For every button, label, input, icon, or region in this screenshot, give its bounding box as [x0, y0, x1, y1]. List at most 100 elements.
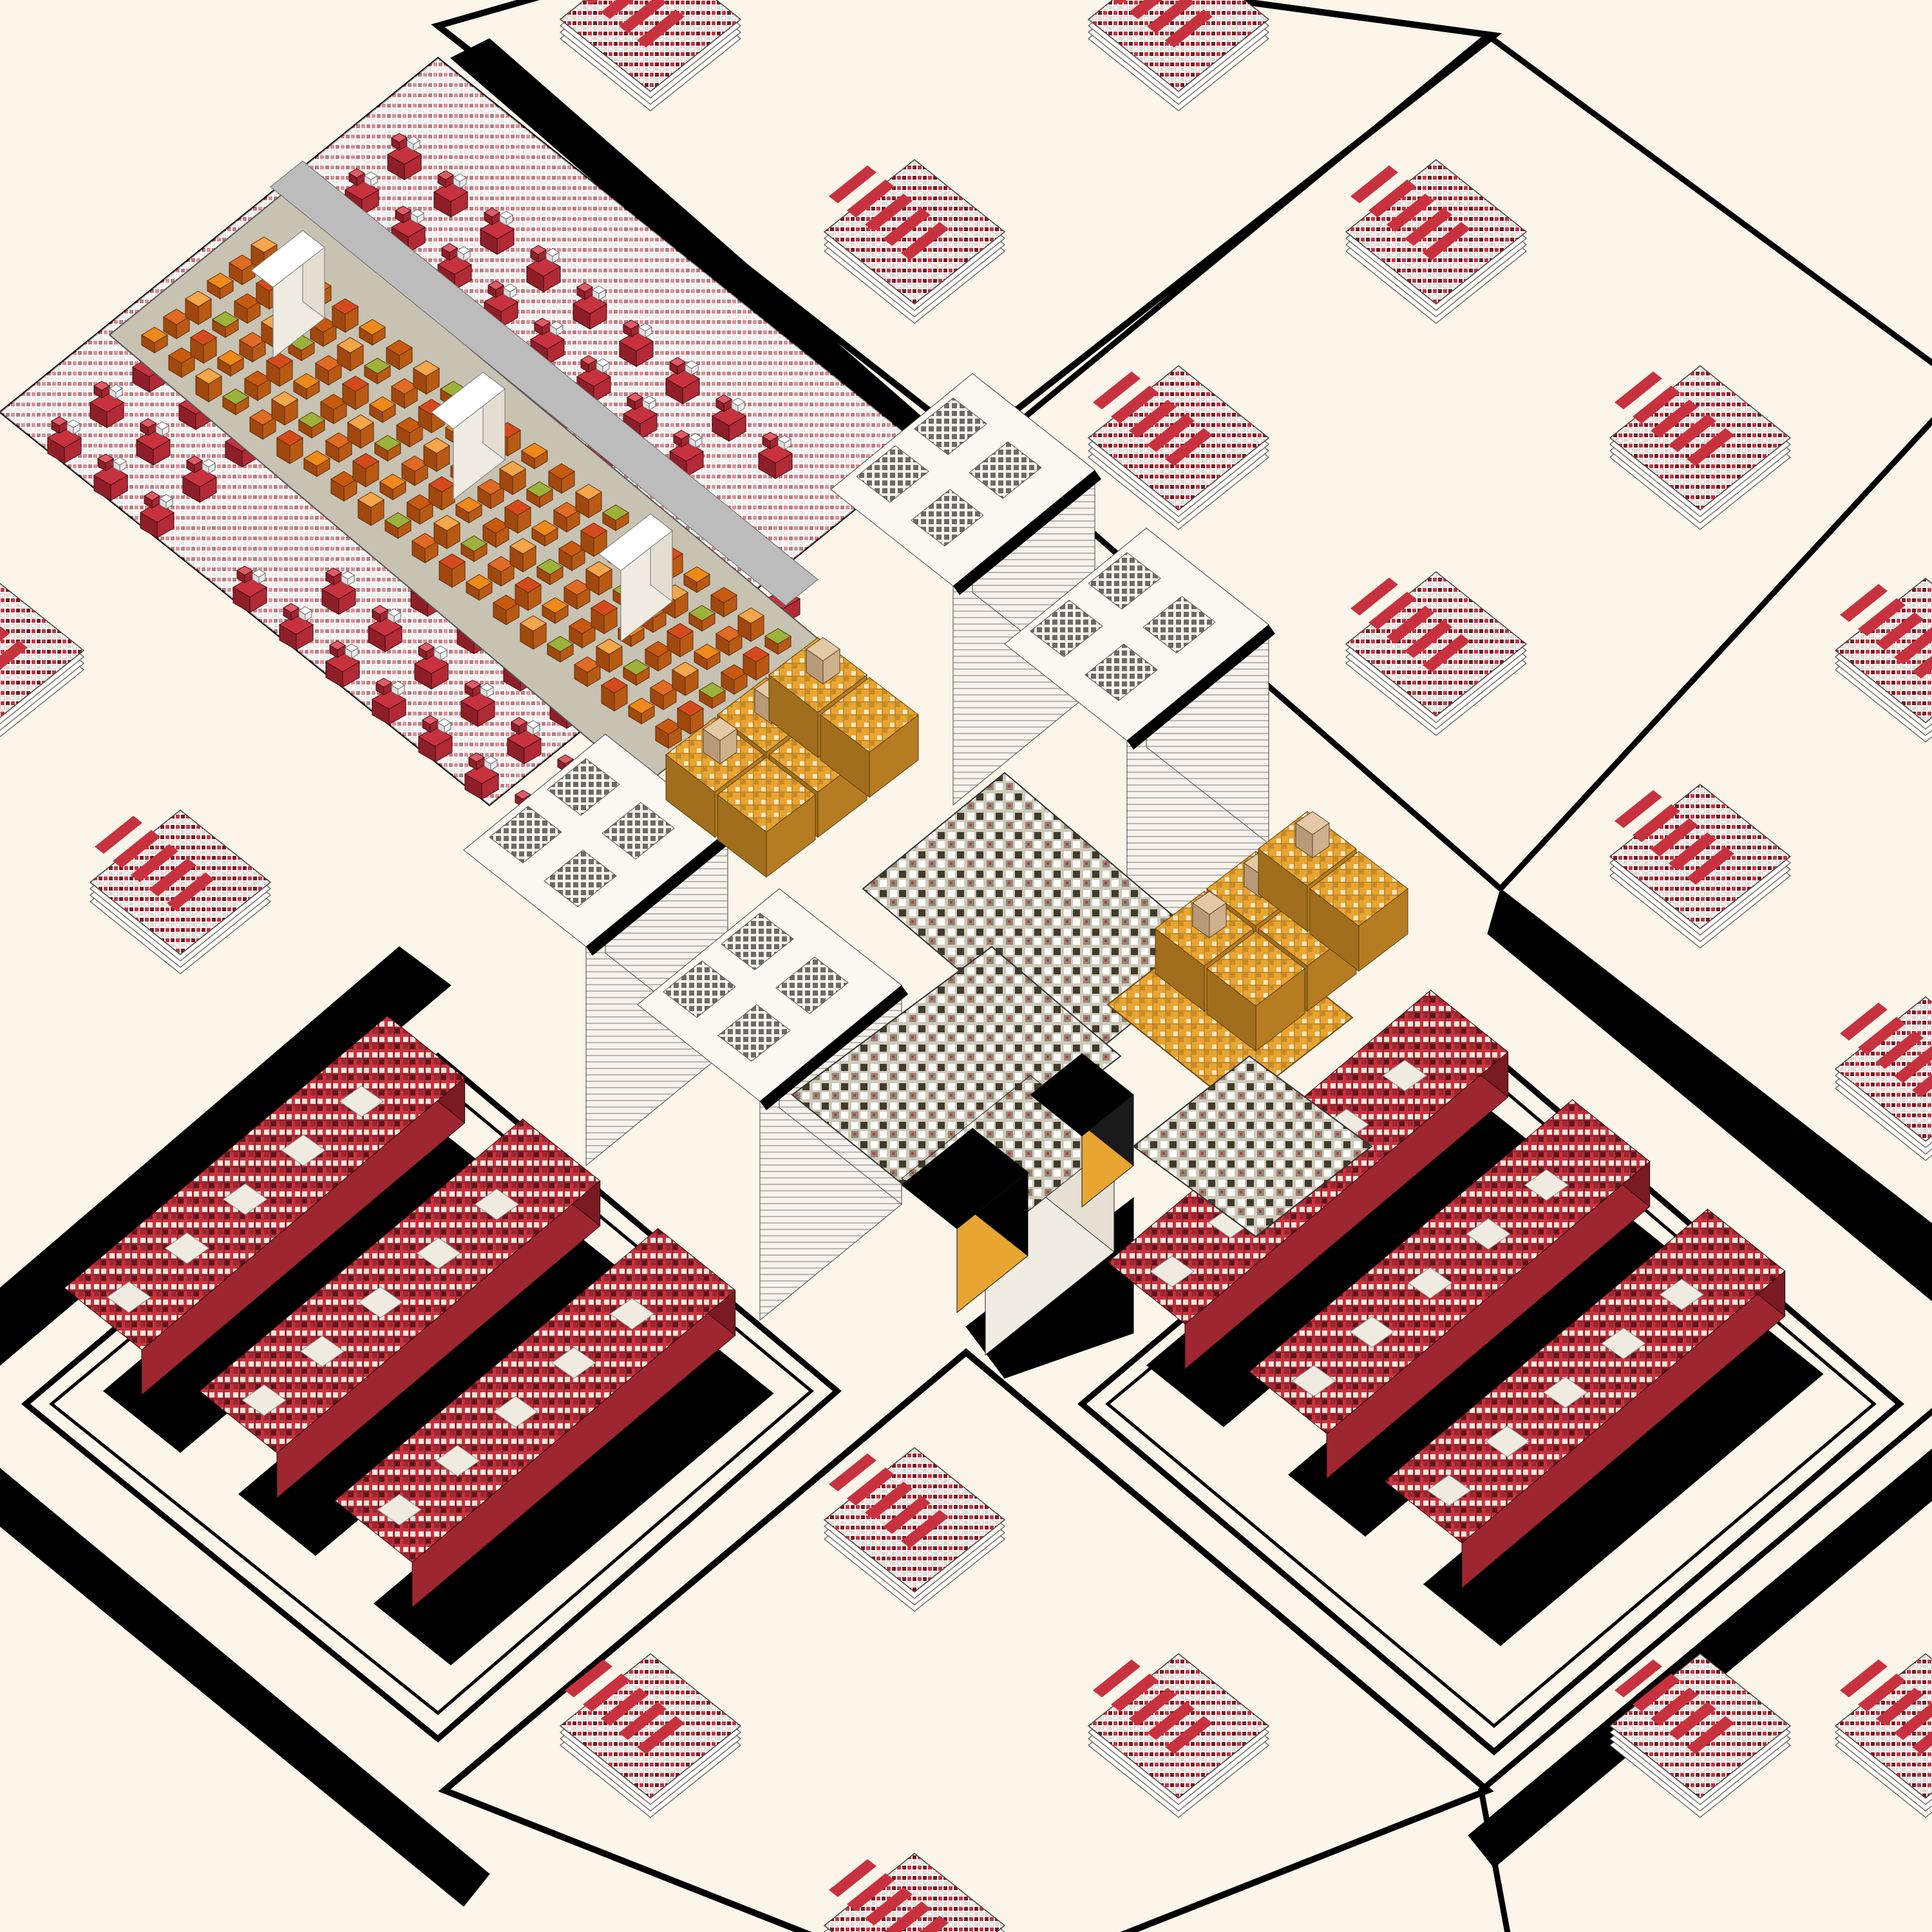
box-top-face — [428, 476, 455, 493]
rooftop-window-grid — [489, 806, 562, 864]
red-block-sw-1-white-court — [222, 1183, 268, 1215]
box-top-face — [504, 499, 531, 516]
orange-block — [655, 718, 682, 749]
white-cube-small — [298, 606, 312, 621]
pavilion-room — [703, 717, 737, 764]
orange-block — [303, 450, 330, 477]
stamp-8 — [1609, 784, 1792, 949]
orange-block — [721, 664, 748, 695]
pavilion-room — [1192, 891, 1227, 938]
red-block-sw-3-white-court — [435, 1444, 480, 1477]
orange-block — [677, 700, 704, 735]
orange-block — [229, 254, 256, 285]
stamp-14 — [823, 1853, 1006, 1932]
plot-outline-south-east — [1478, 1408, 1932, 1932]
stamp-red-stripe — [1651, 818, 1698, 857]
white-cube-small — [341, 571, 355, 586]
orange-block — [569, 618, 596, 649]
white-cube-small — [437, 718, 451, 734]
stamp-red-stripe — [1894, 1045, 1932, 1083]
red-cube-small — [325, 567, 342, 585]
box-top-face — [531, 520, 558, 536]
box-top-face — [511, 717, 527, 727]
stamp-red-stripe — [1165, 9, 1213, 48]
stamp-red-stripe — [1687, 1716, 1734, 1754]
box-top-face — [650, 679, 677, 696]
box-top-face — [347, 414, 374, 431]
stamp-red-stripe — [1651, 399, 1698, 438]
stamp-9 — [89, 810, 272, 974]
red-block-sw-2-white-court — [416, 1237, 461, 1269]
box-top-face — [466, 574, 493, 591]
stamp-red-stripe — [1405, 207, 1452, 246]
box-top-face — [229, 254, 256, 271]
box-top-face — [596, 638, 623, 655]
box-top-face — [185, 290, 212, 307]
white-cube-small — [387, 608, 401, 623]
red-cube-small — [186, 455, 203, 473]
red-cube-small — [441, 243, 458, 261]
orange-block — [650, 679, 677, 710]
stamp-2 — [1087, 0, 1270, 111]
stamp-red-stripe — [1615, 790, 1662, 828]
orange-block — [369, 396, 396, 423]
box-top-face — [553, 502, 580, 518]
stamp-red-stripe — [149, 858, 196, 896]
pavilion-room — [806, 637, 840, 685]
box-top-face — [51, 416, 68, 426]
tower-ledge — [586, 831, 734, 956]
rooftop-window-grid — [1088, 552, 1161, 610]
rooftop-window-grid — [1030, 600, 1103, 658]
box-top-face — [379, 473, 406, 490]
box-top-face — [731, 397, 745, 406]
stamp-red-stripe — [1876, 612, 1924, 650]
box-top-face — [359, 319, 386, 336]
gold-cluster-north — [665, 637, 919, 878]
stamp-4 — [1345, 159, 1528, 324]
stamp-18 — [0, 583, 85, 737]
stamp-red-stripe — [601, 0, 634, 19]
box-top-face — [576, 282, 593, 292]
housing-cluster — [618, 319, 654, 367]
white-cube-small — [364, 171, 378, 187]
orange-block — [298, 412, 325, 439]
box-top-face — [433, 515, 460, 531]
orange-block — [412, 533, 439, 564]
red-cube — [89, 392, 125, 428]
box-top-face — [163, 308, 190, 325]
box-top-face — [694, 643, 721, 660]
box-top-face — [348, 168, 365, 178]
box-top-face — [557, 754, 574, 764]
box-top-face — [337, 337, 364, 354]
south-east-red-blocks — [1107, 989, 1824, 1646]
box-top-face — [207, 272, 234, 289]
stamp-red-stripe — [1894, 1702, 1932, 1740]
box-top-face — [234, 293, 261, 310]
box-top-face — [190, 329, 217, 346]
thick-road-east — [1487, 888, 1932, 1302]
red-block-se-2-white-court — [1524, 1169, 1569, 1201]
orange-block — [384, 512, 412, 539]
stamp-12 — [1087, 1653, 1270, 1818]
red-block-se-1-white-court — [1382, 1059, 1428, 1092]
stamp-red-stripe — [865, 1887, 913, 1926]
box-top-face — [480, 683, 494, 692]
box-top-face — [391, 681, 405, 690]
box-top-face — [715, 625, 743, 642]
box-top-face — [764, 628, 791, 645]
box-top-face — [357, 491, 384, 508]
orange-block — [574, 656, 601, 687]
box-top-face — [655, 718, 682, 735]
orange-block — [645, 641, 672, 672]
orange-block — [558, 540, 585, 571]
red-cube-small — [236, 565, 253, 583]
orange-block — [521, 442, 548, 469]
orange-block — [575, 484, 602, 518]
orange-block — [406, 494, 433, 525]
box-top-face — [596, 358, 610, 367]
housing-cluster — [278, 603, 314, 650]
orange-block — [564, 579, 591, 610]
rooftop-window-grid — [775, 956, 849, 1014]
rooftop-window-grid — [663, 960, 736, 1018]
central-orange-courtyards — [108, 160, 846, 787]
